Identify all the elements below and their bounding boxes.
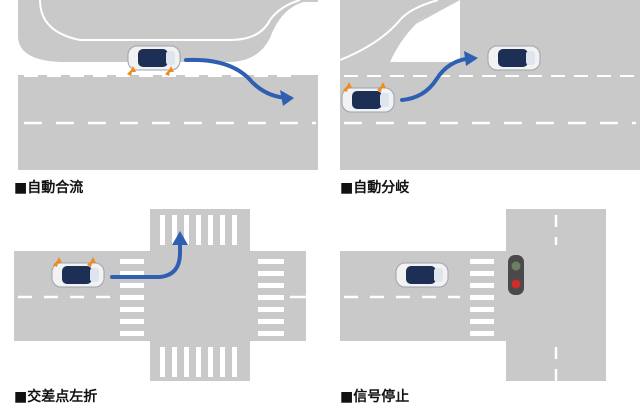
- car-icon: [487, 45, 541, 71]
- car-icon: [51, 262, 105, 288]
- panel-signal-stop: ■信号停止: [320, 205, 640, 412]
- merge-ramp-road: [18, 0, 318, 62]
- diverge-ramp-road: [340, 0, 460, 62]
- signal-road-scene: [340, 209, 606, 381]
- traffic-light-icon: [508, 255, 524, 295]
- merge-ramp-edge: [39, 0, 301, 41]
- turn-signal-icon: [53, 257, 96, 267]
- diverge-road-scene: [339, 0, 640, 170]
- turn-signal-icon: [127, 66, 174, 76]
- caption-intersection-left-turn: ■交差点左折: [14, 389, 98, 405]
- diverge-ramp-edge: [339, 0, 439, 61]
- panel-auto-diverge: ■自動分岐: [320, 0, 640, 205]
- curved-arrow-icon: [184, 57, 292, 100]
- panel-auto-merge: ■自動合流: [0, 0, 320, 205]
- panel-intersection-left-turn: ■交差点左折: [0, 205, 320, 412]
- car-icon: [395, 262, 449, 288]
- caption-auto-diverge: ■自動分岐: [340, 180, 410, 196]
- turn-signal-icon: [343, 82, 386, 92]
- intersection-road-scene: [14, 209, 306, 381]
- curved-arrow-icon: [110, 239, 182, 279]
- caption-auto-merge: ■自動合流: [14, 180, 84, 196]
- car-icon: [341, 87, 395, 113]
- caption-signal-stop: ■信号停止: [340, 389, 410, 405]
- car-icon: [127, 45, 181, 71]
- curved-arrow-icon: [400, 56, 474, 102]
- merge-road-scene: [18, 0, 318, 170]
